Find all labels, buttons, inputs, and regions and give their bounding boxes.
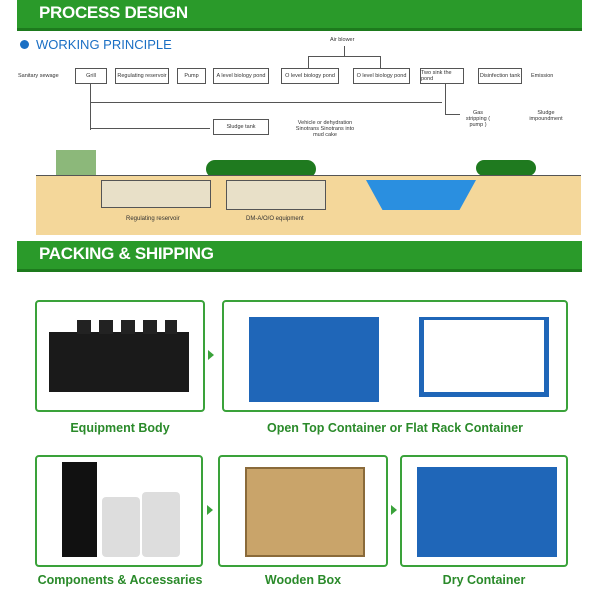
arrow-icon — [207, 505, 213, 515]
components-label: Components & Accessaries — [37, 573, 203, 587]
flow-grill: Grill — [75, 68, 107, 84]
flow-pump: Pump — [177, 68, 206, 84]
containers-image — [222, 300, 568, 412]
flow-sludge-tank: Sludge tank — [213, 119, 269, 135]
flow-input: Sanitary sewage — [18, 73, 59, 79]
containers-label: Open Top Container or Flat Rack Containe… — [266, 421, 524, 435]
flow-gas: Gas stripping ( pump ) — [465, 110, 491, 128]
site-illustration: Regulating reservoir DM-A/O/O equipment — [36, 150, 581, 235]
arrow-icon — [391, 505, 397, 515]
bullet-icon — [20, 40, 29, 49]
equipment-label: DM-A/O/O equipment — [246, 216, 304, 222]
dry-container-label: Dry Container — [442, 573, 526, 587]
packing-shipping-header: PACKING & SHIPPING — [17, 241, 582, 272]
flow-disinfection: Disinfection tank — [478, 68, 522, 84]
dry-container-image — [400, 455, 568, 567]
flow-impoundment: Sludge impoundment — [529, 110, 563, 122]
arrow-icon — [208, 350, 214, 360]
flow-sink: Two sink the pond — [420, 68, 464, 84]
flow-o-pond-2: O level biology pond — [353, 68, 410, 84]
flow-regulating: Regulating reservoir — [115, 68, 169, 84]
flow-air-blower: Air blower — [330, 37, 355, 43]
flow-emission: Emission — [531, 73, 554, 79]
wooden-box-image — [218, 455, 388, 567]
equipment-body-image — [35, 300, 205, 412]
components-image — [35, 455, 203, 567]
flow-vehicle: Vehicle or dehydration Sinotrans Sinotra… — [295, 120, 355, 138]
equipment-body-label: Equipment Body — [70, 421, 170, 435]
working-principle-title: WORKING PRINCIPLE — [20, 37, 172, 52]
reservoir-label: Regulating reservoir — [126, 216, 180, 222]
flow-o-pond-1: O level biology pond — [281, 68, 339, 84]
working-principle-label: WORKING PRINCIPLE — [36, 37, 172, 52]
wooden-box-label: Wooden Box — [264, 573, 342, 587]
process-design-header: PROCESS DESIGN — [17, 0, 582, 31]
flow-a-pond: A level biology pond — [213, 68, 269, 84]
